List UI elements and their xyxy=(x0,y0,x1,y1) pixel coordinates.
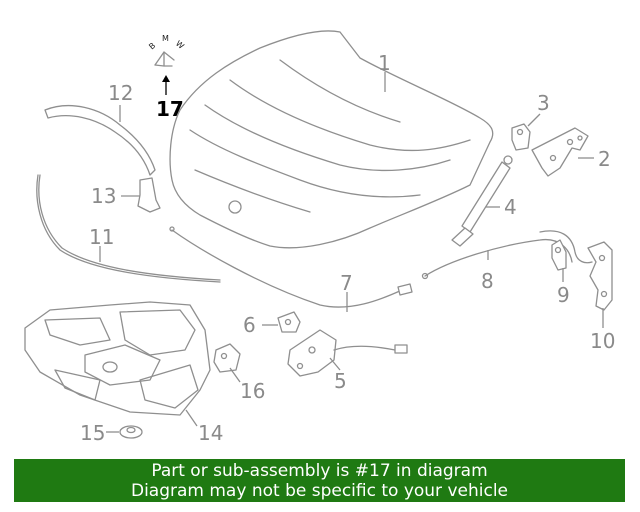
part-11-cable[interactable] xyxy=(36,174,221,283)
info-banner: Part or sub-assembly is #17 in diagram D… xyxy=(14,459,625,502)
part-3-bracket[interactable] xyxy=(511,123,531,151)
label-11[interactable]: 11 xyxy=(89,225,114,249)
part-5-latch[interactable] xyxy=(287,329,408,377)
part-17-emblem[interactable]: B M W xyxy=(147,34,186,67)
label-9[interactable]: 9 xyxy=(557,283,570,307)
leader-14 xyxy=(185,409,198,427)
label-1[interactable]: 1 xyxy=(378,51,391,75)
emblem-letter-m: M xyxy=(162,34,169,43)
emblem-letter-w: W xyxy=(174,39,186,51)
label-10[interactable]: 10 xyxy=(590,329,615,353)
parts-diagram: B M W xyxy=(24,30,615,445)
label-2[interactable]: 2 xyxy=(598,147,611,171)
part-9-bracket[interactable] xyxy=(551,239,567,271)
leader-5 xyxy=(329,357,341,371)
part-10-hook[interactable] xyxy=(587,241,613,311)
part-8-cable[interactable] xyxy=(421,230,593,280)
label-4[interactable]: 4 xyxy=(504,195,517,219)
part-6-bracket[interactable] xyxy=(277,311,301,333)
banner-line-2: Diagram may not be specific to your vehi… xyxy=(130,481,508,501)
label-15[interactable]: 15 xyxy=(80,421,105,445)
part-2-hinge[interactable] xyxy=(531,127,589,177)
label-7[interactable]: 7 xyxy=(340,271,353,295)
label-12[interactable]: 12 xyxy=(108,81,133,105)
label-5[interactable]: 5 xyxy=(334,369,347,393)
label-14[interactable]: 14 xyxy=(198,421,223,445)
part-4-gas-strut[interactable] xyxy=(451,155,513,247)
label-8[interactable]: 8 xyxy=(481,269,494,293)
part-1-hood[interactable] xyxy=(169,30,494,249)
part-16-pad[interactable] xyxy=(213,343,241,373)
part-15-grommet[interactable] xyxy=(119,425,143,439)
label-16[interactable]: 16 xyxy=(240,379,265,403)
part-14-insulation[interactable] xyxy=(24,301,211,416)
leader-3 xyxy=(527,113,541,127)
part-7-cable[interactable] xyxy=(169,226,413,308)
part-12-seal[interactable] xyxy=(44,104,156,176)
label-17[interactable]: 17 xyxy=(156,97,184,121)
arrow-17-icon xyxy=(162,75,170,82)
leader-16 xyxy=(229,367,241,383)
banner-line-1: Part or sub-assembly is #17 in diagram xyxy=(151,461,488,481)
label-6[interactable]: 6 xyxy=(243,313,256,337)
emblem-letter-b: B xyxy=(147,41,157,51)
label-3[interactable]: 3 xyxy=(537,91,550,115)
label-13[interactable]: 13 xyxy=(91,184,116,208)
part-13-clip[interactable] xyxy=(137,177,161,213)
